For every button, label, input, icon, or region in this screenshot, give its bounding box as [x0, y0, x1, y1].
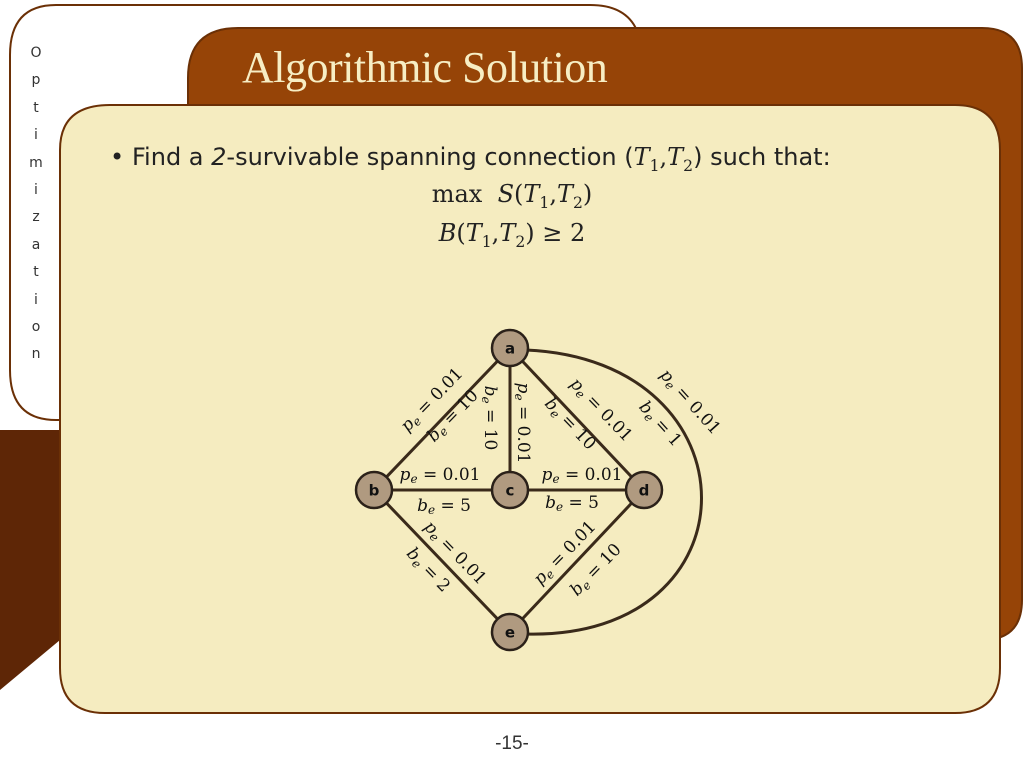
bullet-text-post: ) such that: [693, 143, 831, 171]
bullet-text-pre: Find a [132, 143, 212, 171]
side-letter: i [34, 291, 38, 308]
node-b-label: b [369, 482, 380, 500]
node-a: a [490, 328, 530, 368]
page-number: -15- [495, 733, 529, 754]
slide-title: Algorithmic Solution [242, 43, 608, 92]
nodes: a b c d e [354, 328, 664, 652]
edges [372, 346, 703, 636]
node-c-circle [490, 470, 530, 510]
edge-c-d-p-label: pe = 0.01 [542, 465, 623, 486]
bullet-item: •Find a 2-survivable spanning connection… [110, 143, 831, 175]
side-letter: i [34, 127, 38, 144]
node-e-label: e [505, 624, 515, 642]
bullet-k: 2 [211, 143, 227, 171]
side-letter: i [34, 181, 38, 198]
side-letter: t [33, 264, 39, 281]
edge-d-e [508, 488, 646, 634]
side-letter: O [30, 45, 42, 61]
edge-b-c-b-label: be = 5 [417, 496, 471, 517]
node-e: e [490, 612, 530, 652]
edge-b-c-p-label: pe = 0.01 [400, 465, 481, 486]
bullet-marker: • [110, 143, 125, 171]
node-c: c [490, 470, 530, 510]
bullet-text-mid: -survivable spanning connection ( [226, 143, 634, 171]
side-letter: a [31, 236, 41, 253]
node-d-label: d [639, 482, 650, 500]
math-t1: T1 [633, 143, 660, 175]
edge-a-e [525, 348, 703, 636]
math-t2: T2 [667, 143, 694, 175]
edge-c-d-b-label: be = 5 [545, 493, 599, 514]
node-c-label: c [506, 482, 515, 500]
node-a-label: a [505, 340, 515, 358]
edge-a-b [372, 346, 512, 492]
side-decor-block [0, 430, 60, 690]
objective-formula: max S(T1,T2) [431, 180, 593, 212]
constraint-formula: B(T1,T2) ≥ 2 [438, 219, 586, 251]
side-letter: t [33, 99, 39, 116]
edge-b-e [372, 488, 512, 634]
node-b: b [354, 470, 394, 510]
side-letter: o [31, 318, 41, 335]
side-letter: p [31, 72, 41, 89]
node-d: d [624, 470, 664, 510]
node-e-circle [490, 612, 530, 652]
node-d-circle [624, 470, 664, 510]
content-panel [59, 104, 1001, 714]
edge-a-c-b-label: be = 10 [480, 386, 501, 451]
node-b-circle [354, 470, 394, 510]
node-a-circle [490, 328, 530, 368]
edge-a-c-p-label: pe = 0.01 [513, 383, 534, 464]
edge-a-d [508, 346, 646, 492]
side-tab-text: O p t i m i z a t i o n [28, 40, 44, 369]
side-letter: m [29, 154, 43, 171]
side-letter: n [31, 346, 41, 363]
side-letter: z [32, 209, 40, 226]
